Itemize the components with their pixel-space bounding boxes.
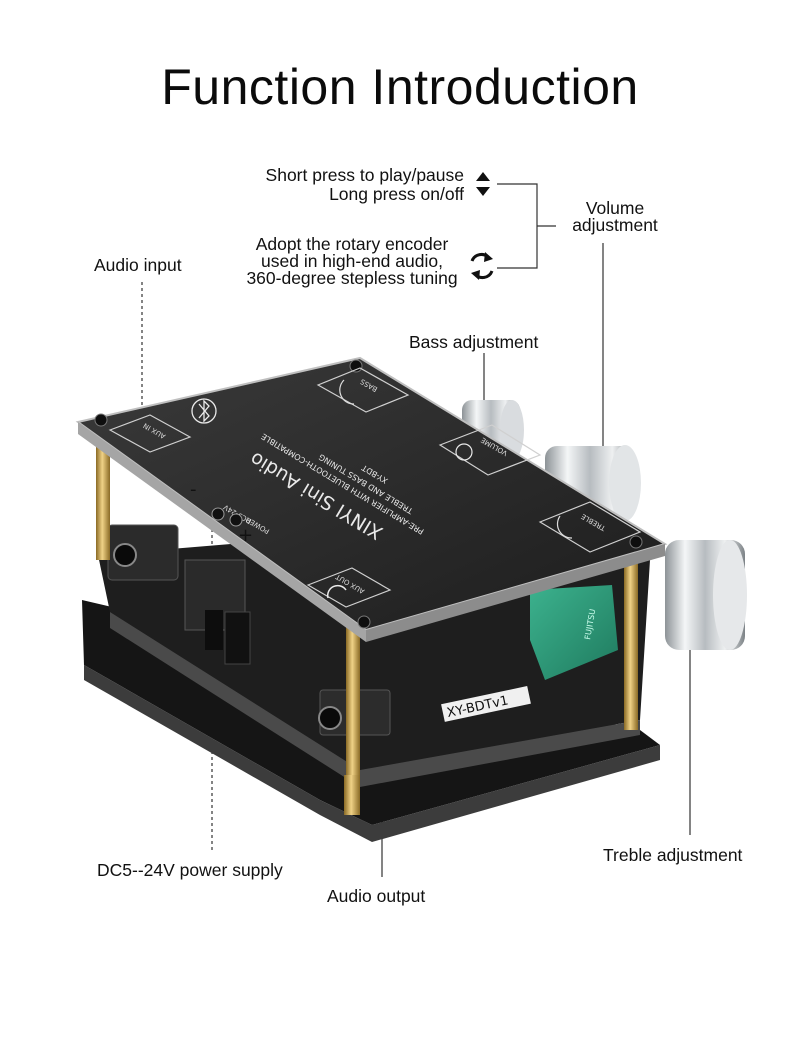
screws — [94, 359, 643, 629]
audio-input-label: Audio input — [94, 255, 182, 275]
rotary-label-line3: 360-degree stepless tuning — [246, 268, 458, 288]
volume-label-line2: adjustment — [572, 215, 658, 235]
standoffs — [96, 440, 638, 815]
audio-output-label: Audio output — [327, 886, 426, 906]
volume-label-line1: Volume — [585, 198, 645, 218]
minus-mark: - — [190, 479, 197, 500]
page-title: Function Introduction — [161, 59, 639, 115]
aux-in-box — [108, 414, 192, 453]
up-triangle-icon — [476, 172, 490, 181]
long-press-label: Long press on/off — [329, 184, 464, 204]
plus-mark: + — [238, 525, 253, 546]
green-relay — [530, 585, 618, 680]
headphone-icon — [326, 584, 347, 599]
play-pause-label: Short press to play/pause — [265, 165, 464, 185]
aux-out-box — [306, 567, 392, 608]
bass-label: Bass adjustment — [409, 332, 539, 352]
volume-icon — [455, 443, 473, 461]
down-triangle-icon — [476, 187, 490, 196]
treble-box — [538, 501, 642, 553]
volume-box — [438, 424, 542, 476]
power-supply-label: DC5--24V power supply — [97, 860, 283, 880]
rotary-label-line1: Adopt the rotary encoder — [255, 234, 449, 254]
treble-label: Treble adjustment — [603, 845, 743, 865]
treble-knob — [665, 540, 747, 650]
rotary-label-line2: used in high-end audio, — [261, 251, 443, 271]
bluetooth-logo-icon — [191, 398, 217, 424]
